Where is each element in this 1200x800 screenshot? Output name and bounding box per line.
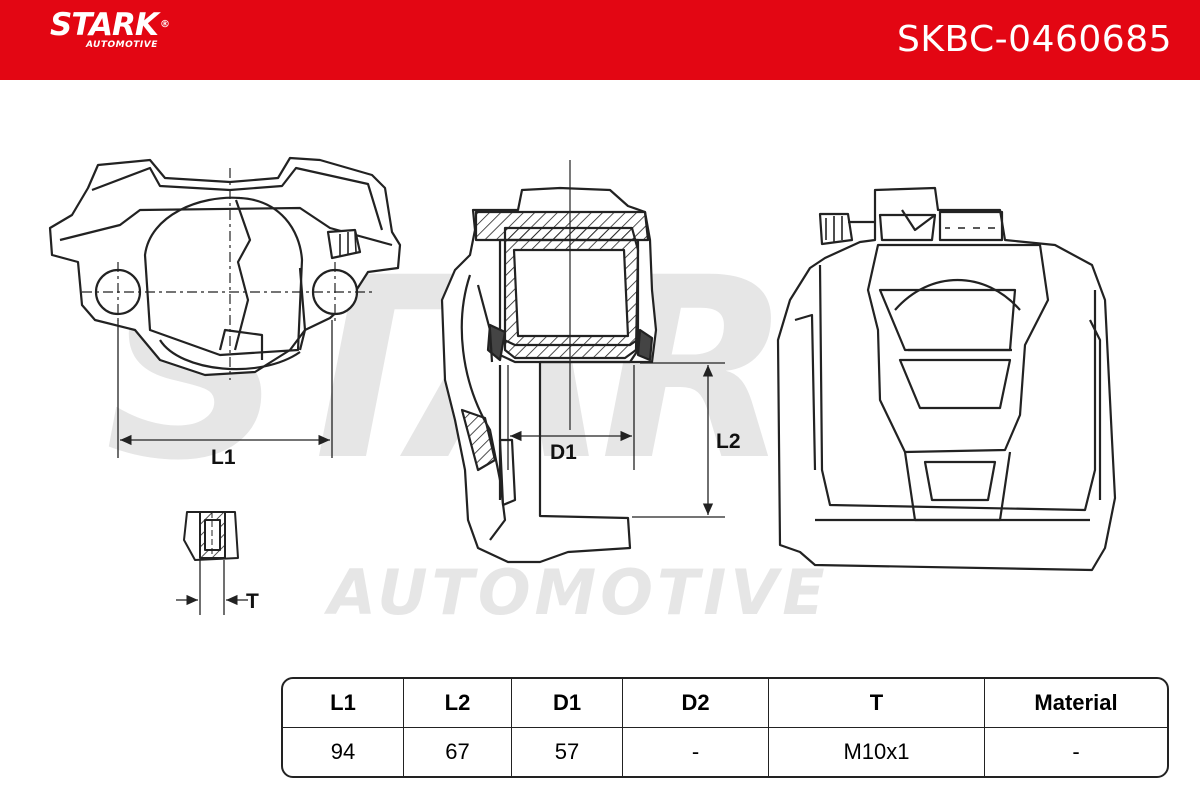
spec-table: L1 L2 D1 D2 T Material 94 67 57 - M10x1 … bbox=[281, 677, 1169, 778]
spec-value-material: - bbox=[1072, 739, 1080, 764]
l1-dimension bbox=[117, 320, 333, 458]
part-number: SKBC-0460685 bbox=[897, 19, 1172, 60]
spec-value-t: M10x1 bbox=[769, 728, 985, 776]
caliper-side-view bbox=[776, 186, 1117, 572]
brand-subtitle: AUTOMOTIVE bbox=[86, 40, 158, 50]
l1-label: L1 bbox=[211, 446, 236, 469]
t-label: T bbox=[246, 590, 259, 613]
header-bar: STARK® AUTOMOTIVE SKBC-0460685 bbox=[0, 0, 1200, 80]
brand-name: STARK bbox=[50, 7, 159, 43]
d1-dimension bbox=[507, 365, 635, 470]
spec-table-value-row: 94 67 57 - M10x1 - bbox=[283, 728, 1167, 776]
t-dimension bbox=[176, 560, 248, 615]
l2-label: L2 bbox=[716, 430, 741, 453]
spec-value-l2: 67 bbox=[404, 728, 512, 776]
spec-header-d2: D2 bbox=[623, 679, 769, 728]
spec-value-l1: 94 bbox=[283, 728, 404, 776]
spec-value-d2: - bbox=[623, 728, 769, 776]
caliper-section-view bbox=[440, 186, 658, 564]
l2-dimension bbox=[632, 362, 725, 518]
caliper-front-view bbox=[48, 156, 402, 377]
caliper-drawing bbox=[48, 156, 1117, 615]
brand-registered-mark: ® bbox=[159, 19, 170, 30]
fitting-detail bbox=[183, 511, 239, 561]
spec-header-material: Material bbox=[985, 679, 1167, 728]
brand-logo: STARK® AUTOMOTIVE bbox=[50, 7, 170, 50]
spec-header-l2: L2 bbox=[404, 679, 512, 728]
spec-header-d1: D1 bbox=[512, 679, 623, 728]
front-view-centerlines bbox=[82, 168, 372, 380]
spec-value-d1: 57 bbox=[512, 728, 623, 776]
spec-header-t: T bbox=[769, 679, 985, 728]
spec-header-l1: L1 bbox=[283, 679, 404, 728]
spec-table-header-row: L1 L2 D1 D2 T Material bbox=[283, 679, 1167, 728]
d1-label: D1 bbox=[550, 441, 577, 464]
